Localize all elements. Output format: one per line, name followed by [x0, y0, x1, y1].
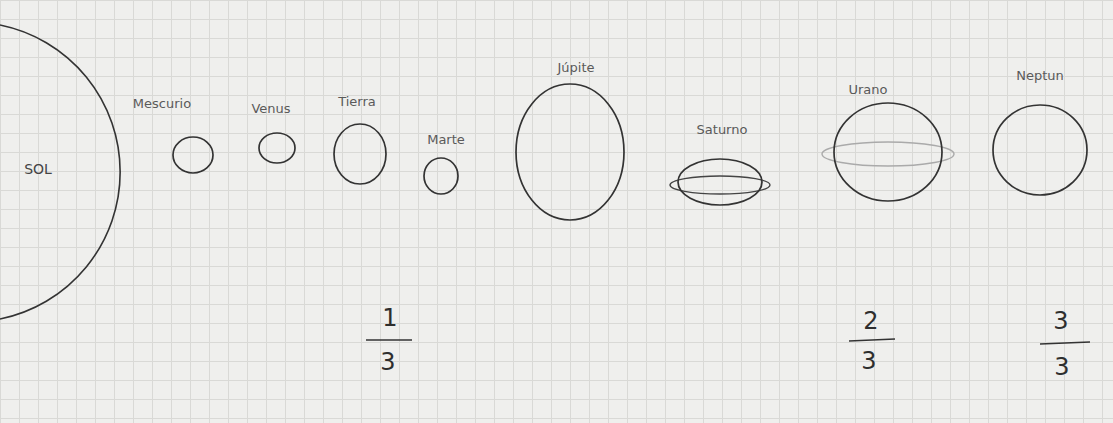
node-outline [172, 136, 214, 174]
node-outline [333, 123, 387, 185]
planet-ring [670, 176, 770, 194]
planet-circle: Júpite [515, 83, 625, 221]
planet-outline [516, 84, 624, 220]
fraction-bar [849, 339, 895, 341]
fraction-digit: 1 [382, 306, 397, 330]
planet-name: Júpite [557, 61, 594, 75]
node-outline [258, 132, 296, 164]
node-outline [992, 104, 1088, 196]
node-outline [677, 158, 763, 206]
planet-name: Mescurio [133, 97, 191, 111]
planet-circle: Mescurio [172, 136, 214, 174]
planet-circle: Urano [833, 102, 943, 202]
node-outline [0, 22, 125, 322]
planet-outline [173, 137, 213, 173]
planet-outline [993, 105, 1087, 195]
node-outline [833, 102, 943, 202]
node-outline [515, 83, 625, 221]
fraction-digit: 2 [863, 309, 878, 333]
planet-name: Tierra [338, 95, 376, 109]
planet-circle: Venus [258, 132, 296, 164]
planet-circle: Marte [423, 157, 459, 195]
planet-outline [424, 158, 458, 194]
fraction-bar [366, 339, 412, 341]
fraction-bar [1040, 342, 1090, 344]
fraction-digit: 3 [380, 350, 395, 374]
planet-name: Saturno [697, 123, 748, 137]
planet-outline [678, 159, 762, 205]
planet-circle: Neptun [992, 104, 1088, 196]
sun-arc [0, 25, 120, 319]
planet-ring [822, 142, 954, 166]
planet-outline [334, 124, 386, 184]
planet-outline [259, 133, 295, 163]
planet-name: Urano [848, 83, 887, 97]
planet-outline [834, 103, 942, 201]
planet-name: Marte [427, 133, 465, 147]
sun-shape: SOL [0, 22, 125, 322]
fraction-digit: 3 [861, 349, 876, 373]
fraction-digit: 3 [1054, 355, 1069, 379]
planet-name: Venus [251, 102, 290, 116]
planet-circle: Tierra [333, 123, 387, 185]
sun-label: SOL [24, 162, 52, 177]
node-outline [423, 157, 459, 195]
planet-circle: Saturno [677, 158, 763, 206]
fraction-digit: 3 [1053, 309, 1068, 333]
planet-name: Neptun [1016, 69, 1064, 83]
